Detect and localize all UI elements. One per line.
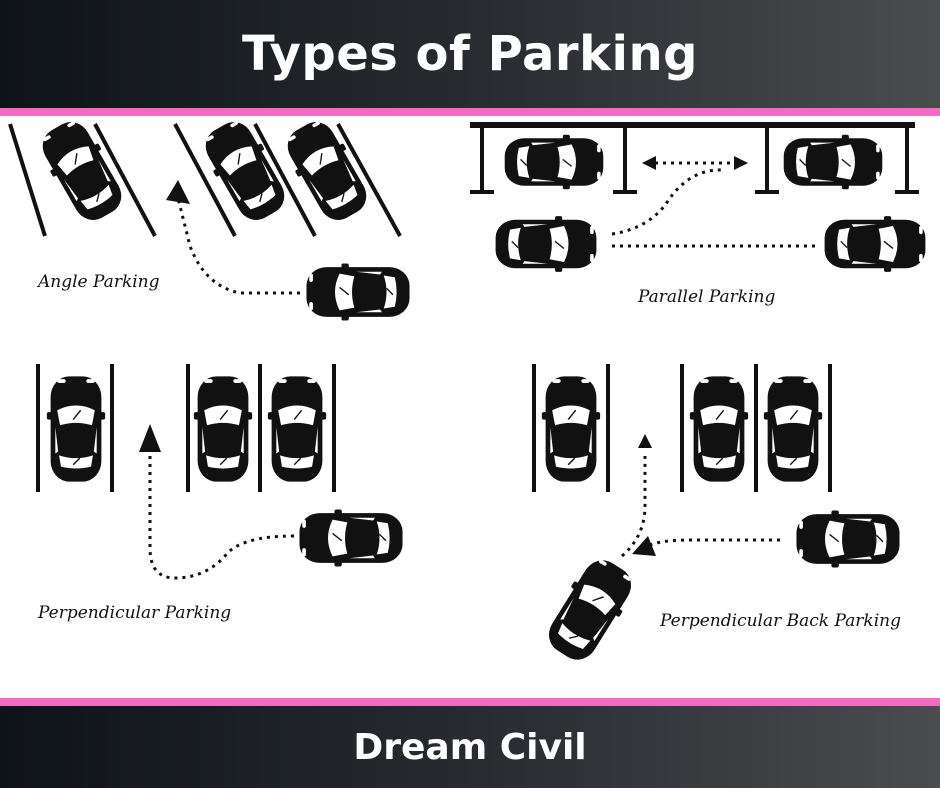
stall-foot [895,190,919,194]
parallel-parking-label: Parallel Parking [637,287,775,307]
stall-post [765,128,769,194]
angle-parking-panel: Angle Parking [8,116,411,322]
parallel-parking-panel: Parallel Parking [470,122,927,307]
stall-line [253,123,317,237]
angle-parking-label: Angle Parking [36,272,160,292]
brand-name: Dream Civil [353,726,587,768]
maneuvering-car [298,508,404,568]
stall-line [680,364,684,492]
path-arrow [611,168,726,236]
accent-stripe-top [0,108,940,116]
page-title: Types of Parking [242,26,698,82]
parked-car [46,375,106,483]
header-banner: Types of Parking [0,0,940,108]
path-arrow [148,448,295,580]
stall-line [828,364,832,492]
parked-car [276,116,378,230]
stall-line [332,364,336,492]
parked-car [763,375,823,483]
parked-car [267,375,327,483]
reversing-car [537,550,643,670]
arrow-head [734,156,748,170]
parked-car [541,375,601,483]
stall-foot [470,190,494,194]
perpendicular-parking-label: Perpendicular Parking [37,603,231,623]
stall-line [173,123,237,237]
stall-post [480,128,484,194]
perpendicular-back-parking-panel: Perpendicular Back Parking [532,364,901,670]
parked-car [31,116,133,230]
arrow-head [632,536,656,556]
stall-line [754,364,758,492]
parked-car [504,134,604,190]
path-arrow [621,456,647,558]
arrow-head [166,180,190,204]
stall-line [36,364,40,492]
path-line [647,538,780,548]
stall-line [8,123,47,237]
stall-line [532,364,536,492]
footer-banner: Dream Civil [0,706,940,788]
arrow-head [638,434,652,448]
maneuvering-car [823,215,927,273]
parked-car [783,134,883,190]
path-arrow [176,197,300,295]
stall-line [336,123,402,237]
stall-line [110,364,114,492]
maneuvering-car [494,215,598,273]
stall-foot [613,190,637,194]
curb-line [470,122,915,128]
arrow-head [139,424,161,452]
maneuvering-car [795,509,901,569]
maneuvering-car [305,262,411,322]
stall-post [623,128,627,194]
perpendicular-parking-panel: Perpendicular Parking [36,364,404,623]
stall-line [258,364,262,492]
parked-car [193,375,253,483]
stall-line [93,123,157,237]
stall-line [186,364,190,492]
arrow-head [642,156,656,170]
parking-diagrams: Angle Parking [8,116,927,670]
stall-post [905,128,909,194]
perpendicular-back-parking-label: Perpendicular Back Parking [659,611,901,631]
parked-car [689,375,749,483]
accent-stripe-bottom [0,698,940,706]
stall-line [606,364,610,492]
stall-foot [755,190,779,194]
